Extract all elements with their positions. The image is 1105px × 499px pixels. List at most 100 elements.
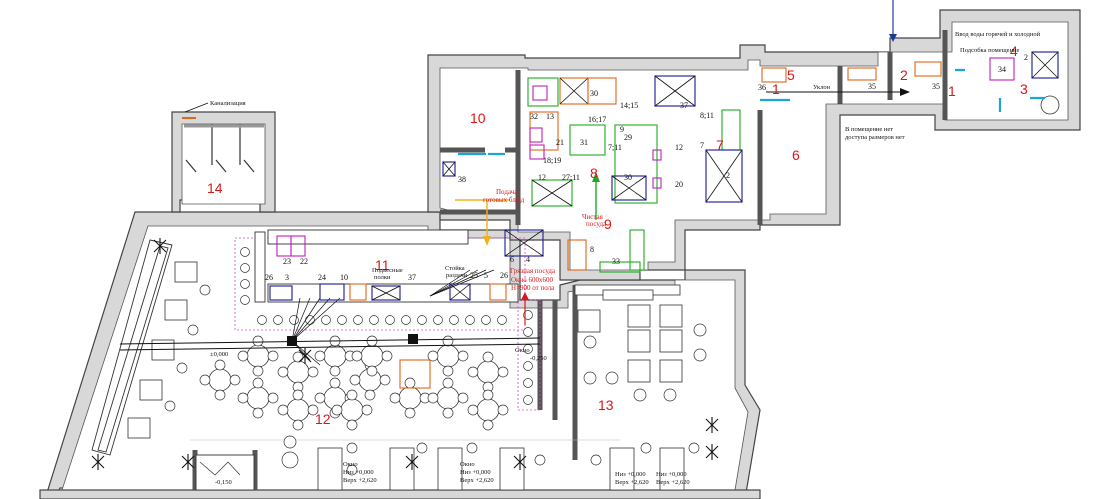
chair (379, 374, 391, 386)
round-table (286, 398, 310, 422)
kitchen-floor (439, 21, 1069, 271)
chair (252, 335, 264, 347)
level-m250: -0,250 (530, 355, 547, 362)
chair (267, 392, 279, 404)
sewer-note: Канализация (210, 100, 246, 107)
eq-37-top: 37 (680, 101, 688, 110)
window-4-top: Верх +2,620 (656, 479, 690, 486)
chair (214, 359, 226, 371)
eq-26a: 26 (265, 273, 273, 282)
chair (292, 351, 304, 363)
chair (442, 335, 454, 347)
chair (252, 377, 264, 389)
chair (252, 407, 264, 419)
eq-10: 10 (340, 273, 348, 282)
window-2-bottom: Низ +0,000 (460, 469, 491, 476)
chair (427, 350, 439, 362)
chair (467, 366, 479, 378)
fan-marks (91, 238, 719, 470)
chair (237, 350, 249, 362)
eq-27-11: 27;11 (562, 173, 580, 182)
window-height-note: Н=900 от пола (511, 284, 555, 292)
round-table (286, 360, 310, 384)
water-pipes (458, 68, 1045, 156)
chair (351, 350, 363, 362)
eq-12b: 12 (538, 173, 546, 182)
chair (389, 392, 401, 404)
chair (442, 407, 454, 419)
beam-line (119, 337, 541, 345)
chair (329, 365, 341, 377)
no-access-note-2: доступа размеров нет (845, 134, 905, 141)
vestibule (195, 454, 255, 491)
round-table (340, 398, 364, 422)
bar-stools (240, 247, 533, 405)
chair (457, 392, 469, 404)
chair (314, 392, 326, 404)
window-booth-stools (281, 435, 700, 476)
chair (442, 365, 454, 377)
restroom-stalls (184, 124, 264, 173)
chair (366, 335, 378, 347)
vestibule-door-arcs (199, 461, 241, 476)
eq-36: 36 (758, 83, 766, 92)
clean-arrow-head (592, 172, 600, 182)
window-3-top: Верх +2,620 (615, 479, 649, 486)
round-table (323, 344, 347, 368)
serving-note-2: готовых блюд (483, 196, 525, 204)
eq-3: 3 (285, 273, 289, 282)
chair (199, 374, 211, 386)
eq-30b: 30 (624, 173, 632, 182)
room-label-12: 12 (315, 411, 331, 427)
chair (346, 419, 358, 431)
room-label-1a: 1 (772, 81, 780, 97)
round-table (476, 398, 500, 422)
counter-note: Стойка (445, 265, 465, 272)
round-table (436, 344, 460, 368)
clean-dishes-note-2: посуда (586, 220, 607, 228)
round-table (360, 344, 384, 368)
level-vestibule: -0,150 (215, 479, 232, 486)
room-label-5: 5 (787, 67, 795, 83)
eq-32: 32 (530, 112, 538, 121)
room-label-14: 14 (207, 180, 223, 196)
column-2 (408, 334, 418, 344)
bar-counter (254, 229, 519, 303)
chair (381, 350, 393, 362)
eq-5: 5 (484, 271, 488, 280)
serving-arrow-head (483, 236, 491, 246)
room-label-7: 7 (716, 137, 724, 153)
eq-8-11: 8;11 (700, 111, 714, 120)
chair (237, 392, 249, 404)
eq-16-17: 16;17 (588, 115, 606, 124)
room-label-13: 13 (598, 397, 614, 413)
slope-arrow-head (900, 88, 910, 96)
chair (277, 366, 289, 378)
sofa-row (91, 239, 173, 456)
chair (404, 407, 416, 419)
chair (457, 350, 469, 362)
slope-note: Уклон (813, 84, 831, 91)
window-size-note: Окно 600х600 (511, 276, 553, 284)
shelves-note: Подвесные (372, 267, 403, 274)
eq-13: 13 (546, 112, 554, 121)
room-label-2: 2 (900, 67, 908, 83)
utility-room-note: Подсобка помещение (960, 47, 1020, 54)
eq-37: 37 (408, 273, 416, 282)
window-2-top: Верх +2,620 (460, 477, 494, 484)
eq-30: 30 (590, 89, 598, 98)
chair (497, 366, 509, 378)
eq-20: 20 (675, 180, 683, 189)
water-inlet-note: Ввод воды горячей и холодной (955, 31, 1041, 38)
zone-window-seating (517, 299, 541, 411)
window-1-bottom: Низ +0,000 (343, 469, 374, 476)
eq-29: 29 (624, 133, 632, 142)
clean-dishes-note: Чистая (582, 213, 604, 221)
eq-22: 22 (300, 257, 308, 266)
sewer-leader (184, 102, 209, 113)
window-booths (190, 439, 685, 491)
pendant-fan-lines (291, 269, 495, 366)
chair (427, 392, 439, 404)
inlet-arrow-head (889, 34, 897, 42)
